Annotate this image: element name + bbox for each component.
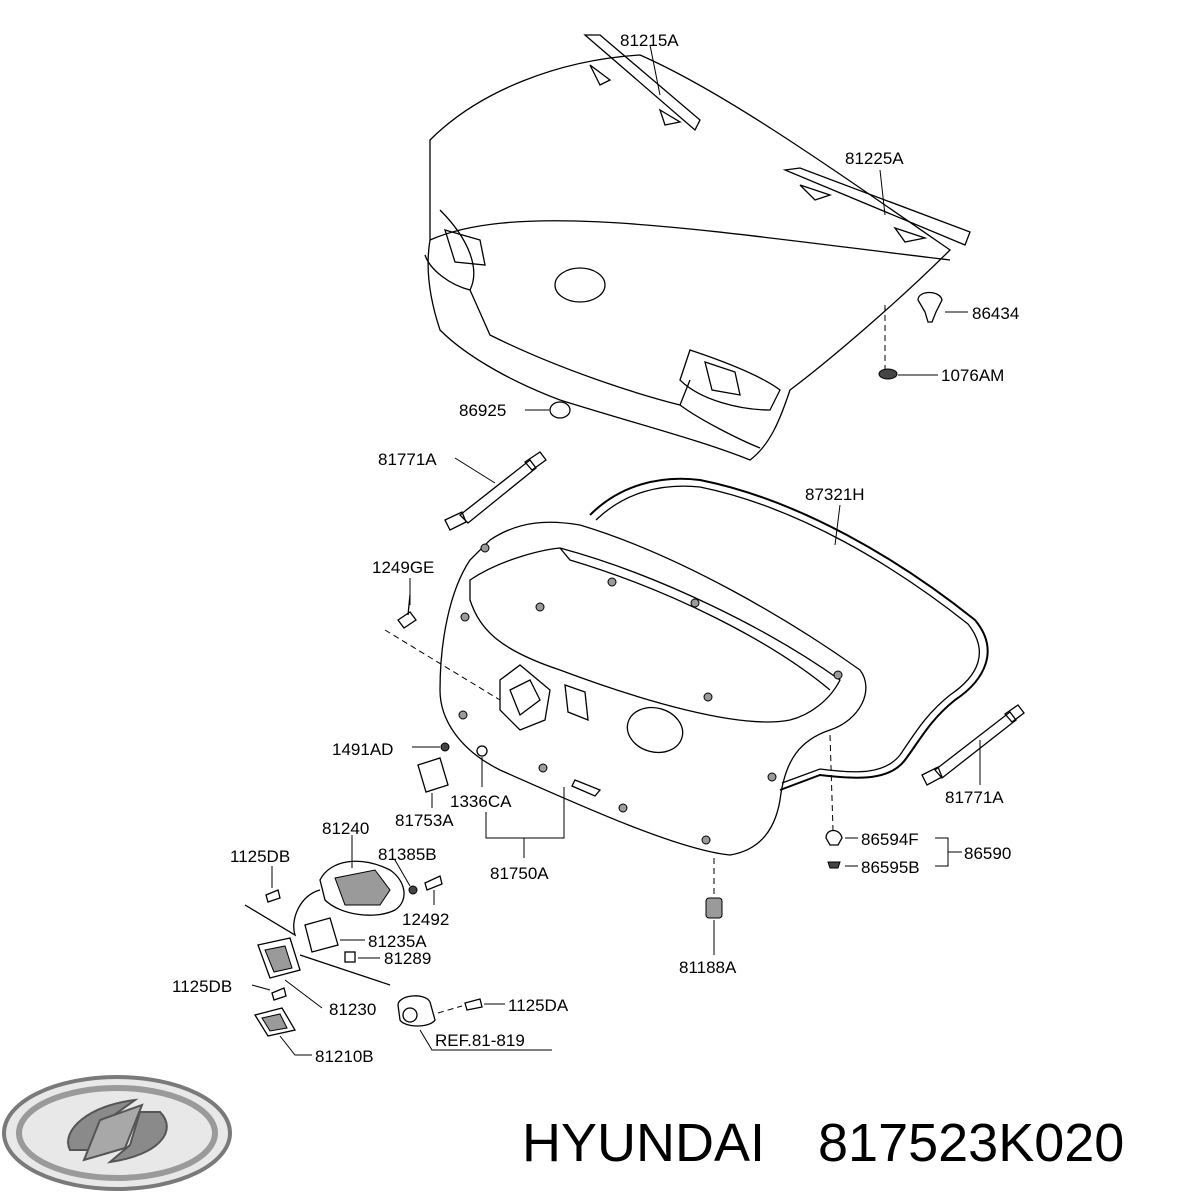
part-86434: 86434 (884, 291, 1019, 370)
label-1125DB-bottom: 1125DB (172, 977, 232, 996)
label-81771A-left: 81771A (378, 450, 437, 469)
label-1336CA: 1336CA (450, 792, 512, 811)
part-81753A: 81753A (395, 757, 454, 830)
label-86595B: 86595B (861, 858, 920, 877)
part-1491AD: 1491AD (332, 740, 450, 759)
label-12492: 12492 (402, 910, 449, 929)
part-81289: 81289 (344, 949, 431, 968)
part-81210B: 81210B (253, 1007, 374, 1066)
part-81385B: 81385B (378, 845, 437, 895)
part-1076AM: 1076AM (878, 366, 1004, 385)
label-86590: 86590 (964, 844, 1011, 863)
label-86594F: 86594F (861, 830, 919, 849)
trunk-lid-inner-panel: 81750A (439, 521, 867, 883)
part-1249GE: 1249GE (372, 558, 501, 701)
part-86925: 86925 (459, 401, 571, 420)
part-81771A-left: 81771A (378, 450, 547, 531)
label-ref: REF.81-819 (435, 1031, 525, 1050)
label-1125DB-top: 1125DB (230, 847, 290, 866)
part-81235A: 81235A (304, 917, 427, 953)
brand-name: HYUNDAI (522, 1113, 765, 1173)
label-81215A: 81215A (620, 31, 679, 50)
label-81225A: 81225A (845, 149, 904, 168)
part-81240: 81240 (319, 819, 405, 916)
part-number: 817523K020 (818, 1113, 1124, 1173)
label-87321H: 87321H (805, 485, 865, 504)
hyundai-logo-icon (2, 1075, 232, 1191)
part-81230: 81230 (257, 937, 391, 1019)
label-81289: 81289 (384, 949, 431, 968)
part-81771A-right: 81771A (921, 704, 1025, 807)
release-cable (244, 889, 321, 937)
label-1125DA: 1125DA (508, 996, 569, 1015)
part-87321H: 87321H (589, 477, 989, 791)
part-1125DB-top: 1125DB (230, 847, 290, 903)
label-1249GE: 1249GE (372, 558, 434, 577)
label-81235A: 81235A (368, 932, 427, 951)
label-81188A: 81188A (679, 958, 737, 977)
part-86590-group: 86594F 86595B 86590 (825, 829, 1011, 877)
label-81385B: 81385B (378, 845, 437, 864)
trunk-lid-panel (424, 54, 952, 461)
part-12492: 12492 (402, 875, 449, 929)
label-81750A: 81750A (490, 864, 549, 883)
label-81771A-right: 81771A (945, 788, 1004, 807)
label-81230: 81230 (329, 1000, 376, 1019)
part-1125DA: 1125DA (397, 995, 569, 1027)
part-81225A: 81225A (782, 149, 971, 246)
emblem-recess (554, 267, 606, 303)
part-81188A: 81188A (679, 858, 737, 977)
ref-81-819: REF.81-819 (419, 1029, 552, 1051)
label-1491AD: 1491AD (332, 740, 393, 759)
label-81753A: 81753A (395, 811, 454, 830)
part-1125DB-bottom: 1125DB (172, 977, 287, 1001)
label-81210B: 81210B (315, 1047, 374, 1066)
label-86925: 86925 (459, 401, 506, 420)
label-1076AM: 1076AM (941, 366, 1004, 385)
part-1336CA: 1336CA (450, 745, 512, 811)
label-81240: 81240 (322, 819, 369, 838)
label-86434: 86434 (972, 304, 1019, 323)
part-81215A: 81215A (583, 31, 701, 132)
